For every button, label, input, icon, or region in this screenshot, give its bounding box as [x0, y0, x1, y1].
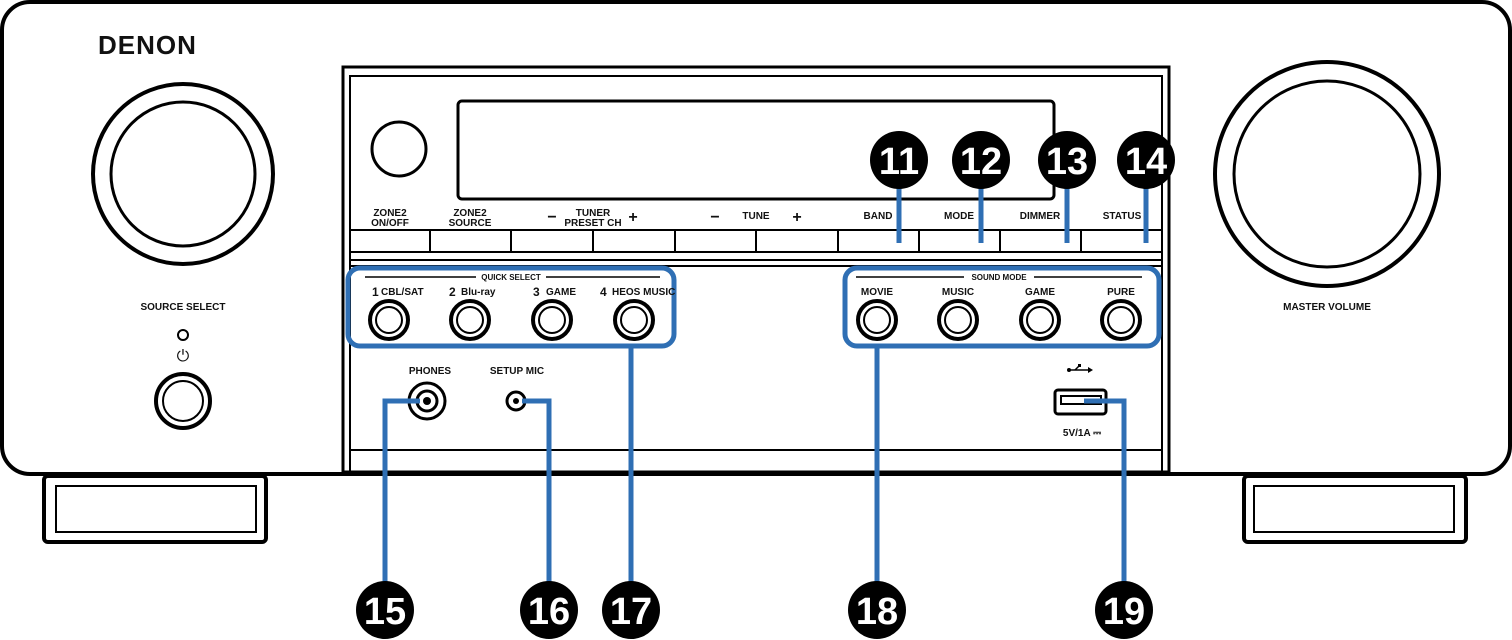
- callout-16: 16: [520, 581, 578, 639]
- quick-select-title: QUICK SELECT: [481, 273, 541, 282]
- tune-minus-label: −: [710, 209, 719, 226]
- quick-select-4-label: HEOS MUSIC: [612, 287, 675, 298]
- tune-label: TUNE: [742, 211, 770, 222]
- mode-label: MODE: [944, 211, 974, 222]
- zone2-onoff-label-1: ZONE2: [373, 208, 407, 219]
- top-button-row: [349, 229, 1163, 253]
- zone2-onoff-label-2: ON/OFF: [371, 218, 409, 229]
- tune-up-button[interactable]: [755, 229, 839, 253]
- tuner-preset-up-button[interactable]: [592, 229, 676, 253]
- quick-select-4-button[interactable]: [613, 299, 655, 341]
- standby-indicator: [177, 329, 189, 341]
- zone2-source-label-1: ZONE2: [453, 208, 487, 219]
- callout-14: 14: [1117, 131, 1175, 189]
- svg-text:19: 19: [1103, 591, 1145, 633]
- tuner-minus-label: −: [547, 209, 556, 226]
- zone2-source-button[interactable]: [429, 229, 512, 253]
- callout-19: 19: [1095, 581, 1153, 639]
- sound-mode-movie-button[interactable]: [856, 299, 898, 341]
- tuner-label-2: PRESET CH: [564, 218, 621, 229]
- svg-text:17: 17: [610, 591, 652, 633]
- power-button[interactable]: [154, 372, 212, 430]
- tune-down-button[interactable]: [674, 229, 757, 253]
- usb-rating-label: 5V/1A ⎓: [1063, 428, 1101, 439]
- quick-select-2-button[interactable]: [449, 299, 491, 341]
- sound-mode-title: SOUND MODE: [971, 273, 1027, 282]
- setup-mic-label: SETUP MIC: [490, 366, 544, 377]
- sound-mode-group: SOUND MODE: [842, 265, 1162, 349]
- quick-select-2-num: 2: [449, 285, 456, 299]
- callout-18: 18: [848, 581, 906, 639]
- zone2-source-label-2: SOURCE: [449, 218, 492, 229]
- svg-text:12: 12: [960, 141, 1002, 183]
- sound-mode-game-label: GAME: [1025, 287, 1055, 298]
- callout-15: 15: [356, 581, 414, 639]
- tuner-plus-label: +: [628, 209, 637, 226]
- callout-17: 17: [602, 581, 660, 639]
- phones-label: PHONES: [409, 366, 452, 377]
- callout-lines: [382, 160, 1149, 610]
- master-volume-knob[interactable]: [1213, 60, 1441, 288]
- left-foot: [42, 474, 268, 544]
- callout-11: 11: [870, 131, 928, 189]
- band-label: BAND: [864, 211, 893, 222]
- quick-select-1-button[interactable]: [368, 299, 410, 341]
- quick-select-group: QUICK SELECT: [345, 265, 677, 349]
- sound-mode-music-button[interactable]: [937, 299, 979, 341]
- dimmer-label: DIMMER: [1020, 211, 1061, 222]
- power-icon: ⏻: [177, 348, 190, 365]
- quick-select-3-num: 3: [533, 285, 540, 299]
- quick-select-1-label: CBL/SAT: [381, 287, 424, 298]
- sound-mode-pure-label: PURE: [1107, 287, 1135, 298]
- master-volume-label: MASTER VOLUME: [1283, 302, 1371, 313]
- band-button[interactable]: [837, 229, 920, 253]
- status-label: STATUS: [1103, 211, 1142, 222]
- sound-mode-pure-button[interactable]: [1100, 299, 1142, 341]
- quick-select-3-label: GAME: [546, 287, 576, 298]
- quick-select-1-num: 1: [372, 285, 379, 299]
- sound-mode-game-button[interactable]: [1019, 299, 1061, 341]
- callout-13: 13: [1038, 131, 1096, 189]
- source-select-label: SOURCE SELECT: [140, 302, 225, 313]
- source-select-knob[interactable]: [91, 82, 275, 266]
- remote-sensor: [370, 120, 428, 178]
- svg-text:13: 13: [1046, 141, 1088, 183]
- mode-button[interactable]: [918, 229, 1001, 253]
- brand-logo: DENON: [98, 30, 197, 60]
- quick-select-3-button[interactable]: [531, 299, 573, 341]
- right-foot: [1242, 474, 1468, 544]
- usb-icon: [1067, 364, 1093, 373]
- sound-mode-music-label: MUSIC: [942, 287, 974, 298]
- tune-plus-label: +: [792, 209, 801, 226]
- svg-text:15: 15: [364, 591, 406, 633]
- svg-text:11: 11: [879, 141, 919, 183]
- quick-select-4-num: 4: [600, 285, 607, 299]
- zone2-onoff-button[interactable]: [349, 229, 431, 253]
- quick-select-2-label: Blu-ray: [461, 287, 496, 298]
- callout-12: 12: [952, 131, 1010, 189]
- svg-text:16: 16: [528, 591, 570, 633]
- tuner-preset-down-button[interactable]: [510, 229, 594, 253]
- tuner-label-1: TUNER: [576, 208, 611, 219]
- sound-mode-movie-label: MOVIE: [861, 287, 894, 298]
- svg-text:14: 14: [1125, 141, 1167, 183]
- svg-text:18: 18: [856, 591, 898, 633]
- status-button[interactable]: [1080, 229, 1163, 253]
